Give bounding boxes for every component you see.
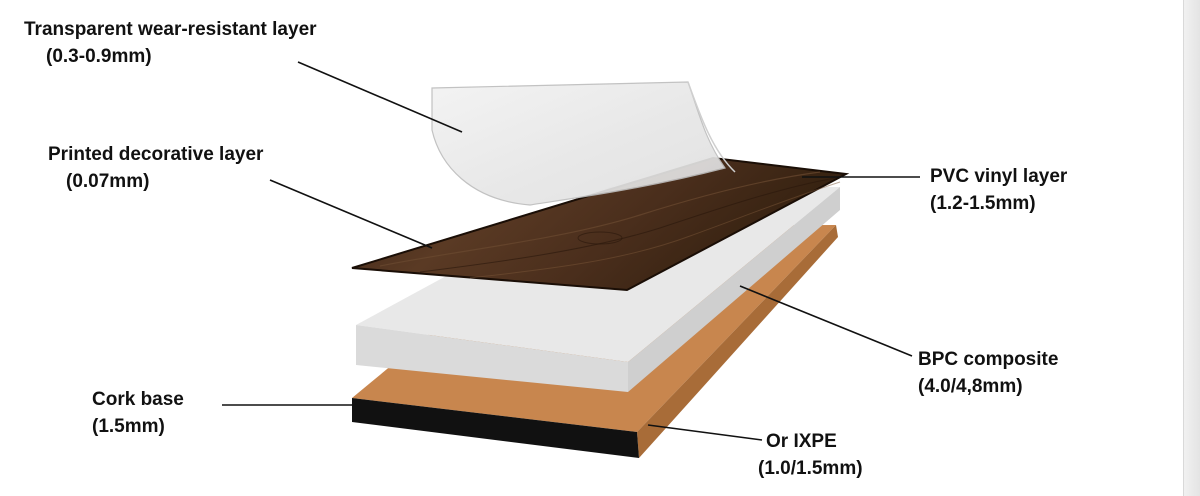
label-wear-thickness: (0.3-0.9mm) <box>46 46 152 67</box>
leader-line-bpc <box>739 285 913 357</box>
label-pvc-thickness: (1.2-1.5mm) <box>930 193 1036 214</box>
leader-line-wear <box>297 61 463 133</box>
cork-base-side <box>637 225 838 458</box>
label-bpc-thickness: (4.0/4,8mm) <box>918 376 1023 397</box>
leader-line-ixpe <box>647 424 763 441</box>
wear-film-curl <box>687 81 736 173</box>
label-decor-thickness: (0.07mm) <box>66 171 150 192</box>
label-decor-layer: Printed decorative layer (0.07mm) <box>48 141 263 195</box>
underlay-front <box>352 398 639 458</box>
label-cork-name: Cork base <box>92 389 184 410</box>
wood-grain <box>379 171 821 267</box>
bpc-side <box>628 187 840 392</box>
label-decor-name: Printed decorative layer <box>48 144 264 165</box>
wood-grain <box>419 177 836 273</box>
label-bpc-name: BPC composite <box>918 349 1059 370</box>
label-cork-layer: Cork base (1.5mm) <box>92 386 184 440</box>
label-pvc-name: PVC vinyl layer <box>930 166 1068 187</box>
wear-film <box>431 81 726 206</box>
side-scroll-strip <box>1183 0 1200 496</box>
wood-knot <box>577 231 623 245</box>
leader-lines <box>222 61 920 441</box>
bpc-front <box>356 325 628 392</box>
label-bpc-layer: BPC composite (4.0/4,8mm) <box>918 346 1058 400</box>
wear-film-layer <box>431 81 736 206</box>
leader-line-decor <box>269 179 433 249</box>
label-ixpe-thickness: (1.0/1.5mm) <box>758 458 863 479</box>
label-wear-layer: Transparent wear-resistant layer (0.3-0.… <box>24 16 317 70</box>
label-pvc-layer: PVC vinyl layer (1.2-1.5mm) <box>930 163 1067 217</box>
wood-grain <box>469 181 841 279</box>
label-ixpe-name: Or IXPE <box>766 431 837 452</box>
label-ixpe-layer: Or IXPE (1.0/1.5mm) <box>758 428 863 482</box>
label-cork-thickness: (1.5mm) <box>92 416 165 437</box>
label-wear-name: Transparent wear-resistant layer <box>24 19 317 40</box>
